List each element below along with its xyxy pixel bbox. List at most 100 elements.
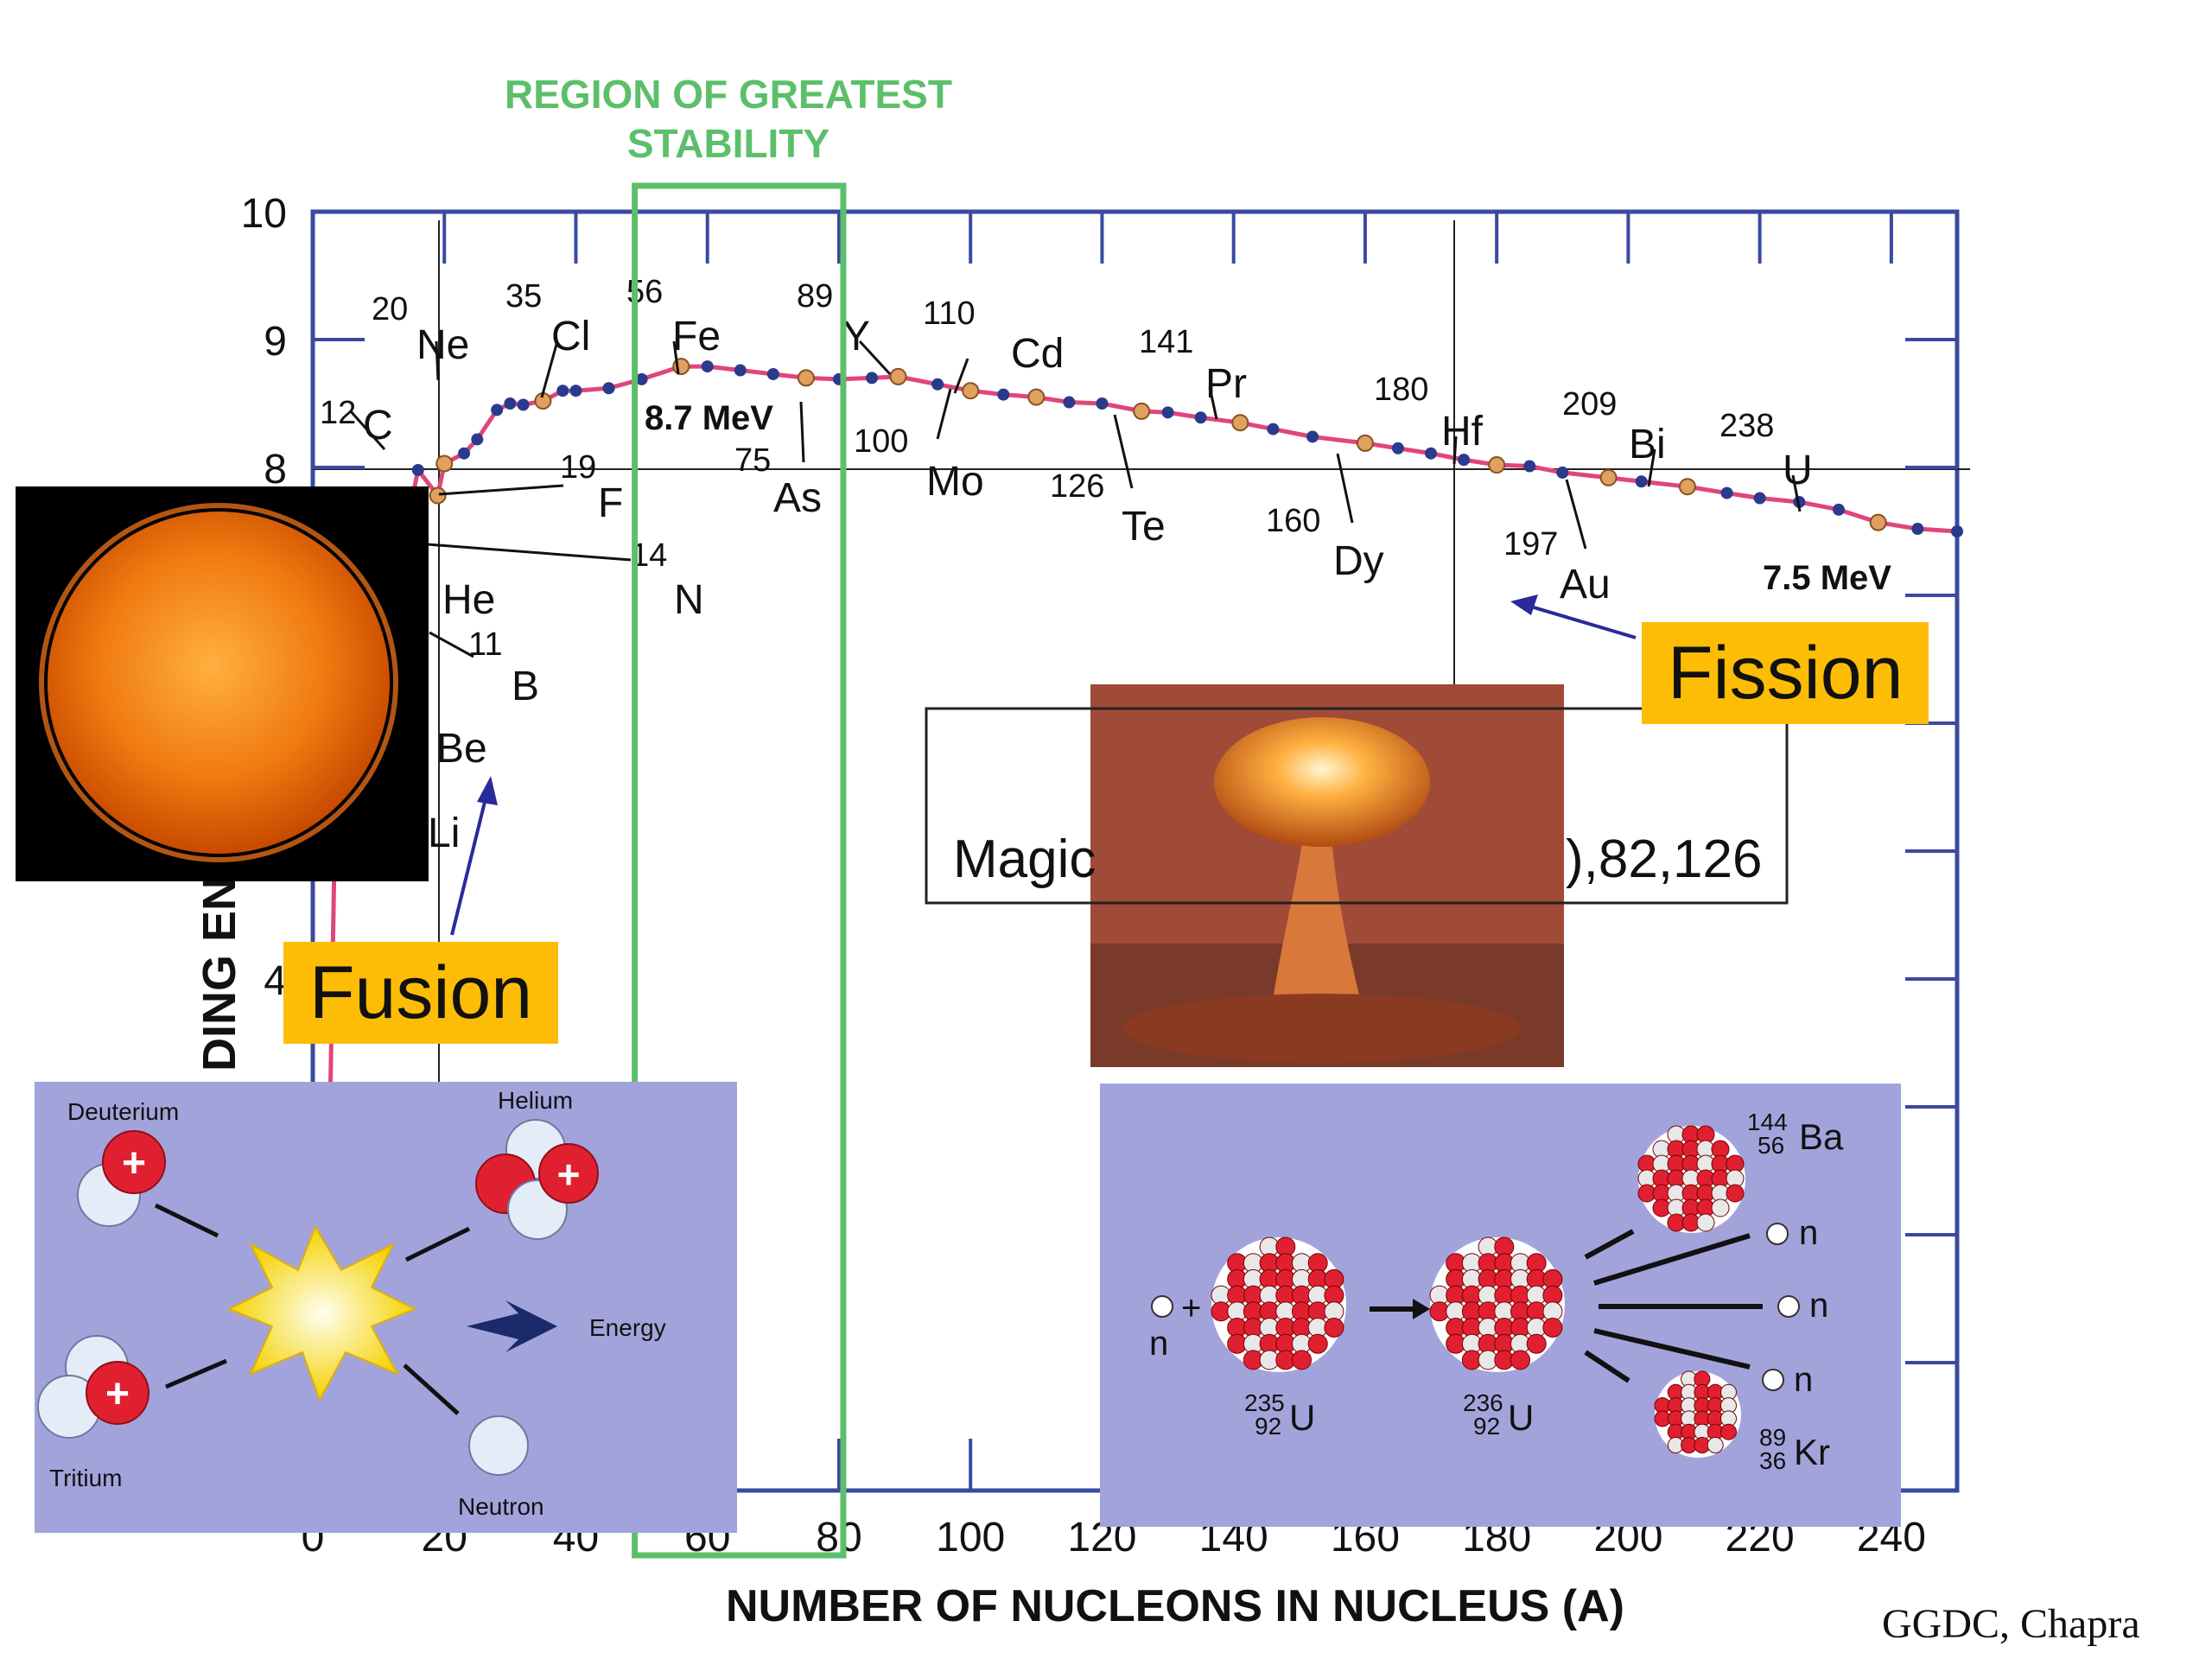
curve-point [1306,430,1319,443]
arrow-deuterium-star [154,1203,219,1238]
curve-point [1599,468,1618,486]
fission-nuclei [1211,1125,1745,1458]
curve-point [1678,478,1696,496]
curve-point [1720,486,1733,499]
x-tick-label: 100 [936,1515,1005,1560]
nuclide-symbol-label: C [363,403,393,448]
energy-arrow-icon [467,1300,557,1352]
curve-point [504,397,517,410]
nuclide-mass-label: 160 [1266,503,1320,539]
arrow-star-neutron [403,1363,460,1415]
nuclide-mass-label: 11 [468,626,502,663]
nucleon [1711,1198,1730,1217]
arrow-star-helium [404,1226,471,1262]
stability-region-box [632,182,847,1559]
nucleon [1510,1350,1530,1370]
outgoing-neutron-label-2: n [1809,1287,1828,1325]
outgoing-neutron-label-3: n [1794,1361,1813,1399]
kr-symbol: Kr [1794,1432,1830,1472]
kr-mass: 89 [1759,1424,1786,1451]
energy-label: Energy [589,1314,666,1341]
curve-point [1832,503,1845,516]
outgoing-neutron-label-1: n [1799,1214,1818,1252]
nucleon [1726,1184,1745,1203]
curve-point [556,385,569,397]
nuclide-symbol-label: Ne [416,322,469,368]
nuclide-symbol-label: He [442,577,495,623]
nuclide-symbol-label: As [773,475,822,521]
curve-point [962,382,980,400]
u236-z: 92 [1473,1413,1500,1440]
curve-point [1869,513,1887,531]
fission-arrow [1524,603,1637,639]
nuclide-mass-label: 180 [1374,372,1428,408]
deuterium-proton [102,1130,166,1194]
curve-point [866,372,879,385]
nuclide-symbol-label: B [512,664,539,709]
incoming-neutron [1151,1295,1173,1318]
nuclide-leader-line [1336,453,1354,524]
nuclide-symbol-label: Bi [1629,422,1666,467]
tail-value-label: 7.5 MeV [1763,559,1891,597]
magic-numbers-box [925,707,1789,905]
curve-point [797,369,815,387]
fusion-tag: Fusion [283,942,559,1044]
nuclide-mass-label: 12 [320,395,356,431]
nuclide-leader-line [1452,435,1458,465]
magic-numbers-left: Magic [953,830,1096,889]
incoming-plus: + [1181,1289,1201,1327]
u235-z: 92 [1255,1413,1281,1440]
nuclide-mass-label: 19 [560,449,596,486]
fission-tag: Fission [1642,622,1929,724]
deuterium-plus: + [122,1141,146,1186]
curve-point [931,378,944,391]
magic-numbers-right: ),82,126 [1566,830,1763,889]
nuclide-symbol-label: Cl [551,314,590,359]
curve-point [635,372,648,385]
tritium-label: Tritium [49,1465,123,1491]
nuclide-symbol-label: Te [1122,504,1166,550]
curve-point [569,385,582,397]
curve-point [1133,402,1151,420]
nuclide-mass-label: 75 [734,442,771,479]
nuclide-leader-line [438,484,564,496]
arrow-tritium-star [165,1358,227,1389]
curve-point [458,447,471,460]
neutron-label: Neutron [458,1493,544,1520]
nuclide-symbol-label: Au [1560,562,1611,607]
nuclide-mass-label: 238 [1719,408,1774,444]
neutron-particle [468,1415,529,1476]
nuclide-leader-line [1113,414,1134,489]
curve-point [1027,388,1046,406]
u236-mass: 236 [1463,1389,1503,1416]
fusion-arrowhead [477,776,498,805]
fusion-arrow [450,787,490,936]
nuclide-leader-line [435,340,440,381]
helium-plus: + [557,1152,581,1197]
nuclide-symbol-label: Be [436,726,487,772]
ba-symbol: Ba [1799,1116,1844,1157]
curve-point [1911,523,1924,536]
nuclide-mass-label: 141 [1139,324,1193,360]
u235-mass: 235 [1244,1389,1285,1416]
x-axis-label: NUMBER OF NUCLEONS IN NUCLEUS (A) [726,1581,1624,1631]
arrow-u235-u236-head [1413,1299,1430,1319]
nuclide-symbol-label: Fe [672,314,721,359]
curve-point [889,367,907,385]
explosion-cap [1214,717,1430,847]
nuclide-leader-line [1565,479,1587,550]
curve-point [1523,460,1536,473]
nuclide-leader-line [1791,474,1802,512]
nuclide-mass-label: 209 [1562,386,1617,423]
curve-point [1488,456,1506,474]
outgoing-neutron-3 [1762,1369,1784,1391]
nuclide-mass-label: 110 [923,296,976,332]
arrow-to-n3 [1593,1328,1751,1370]
fission-arrowhead [1510,594,1538,615]
nucleon [1542,1318,1563,1338]
curve-point [1391,442,1404,454]
tritium-proton [86,1361,149,1425]
nuclide-leader-line [672,340,680,375]
ba-mass: 144 [1747,1109,1788,1135]
